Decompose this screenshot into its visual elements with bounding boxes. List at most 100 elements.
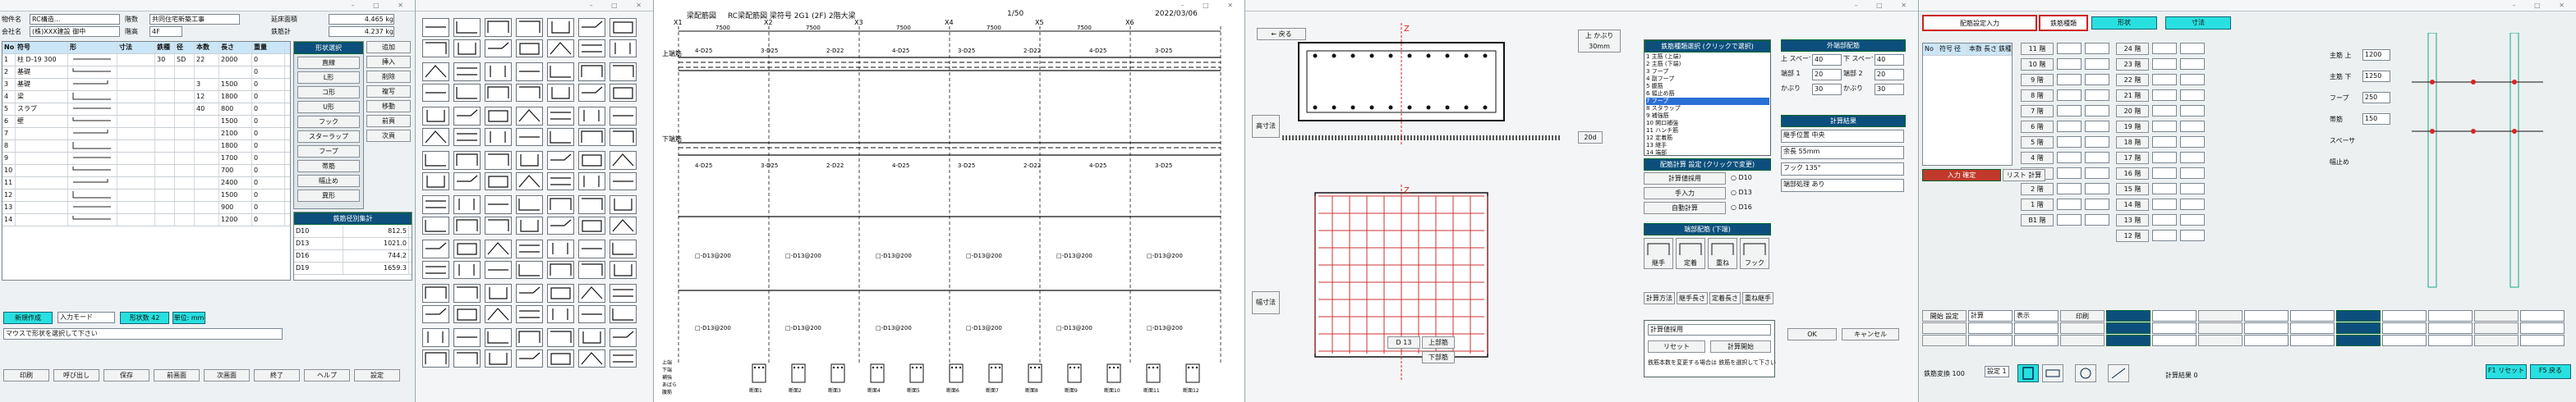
table-cell[interactable] [155,153,175,164]
shape-thumb[interactable] [485,62,512,81]
shape-option[interactable]: フック [297,116,360,128]
table-cell[interactable] [155,202,175,213]
level-button[interactable]: 1 階 [2021,199,2054,211]
shape-thumb-alt[interactable] [578,39,605,57]
table-cell[interactable] [155,79,175,90]
shape-thumb-alt[interactable] [453,39,481,57]
tab-settings-input[interactable]: 配筋設定入力 [1922,15,2037,31]
table-cell[interactable]: 7 [2,128,16,139]
table-cell[interactable] [68,116,117,127]
grid-cell[interactable] [2428,322,2472,334]
shape-thumb-alt[interactable] [422,217,449,235]
grid-cell[interactable]: 表示 [2014,310,2058,322]
shape-thumb-alt[interactable] [422,172,449,190]
level-field[interactable] [2180,74,2205,85]
table-cell[interactable]: 900 [219,202,252,213]
level-field[interactable] [2085,89,2109,101]
table-cell[interactable] [16,177,68,189]
grid-cell[interactable] [2336,335,2380,346]
side-button[interactable]: 挿入 [366,56,411,68]
shape-thumb[interactable] [547,18,574,37]
method-button[interactable]: 重ね継手 [1742,292,1773,304]
rebar-type-item[interactable]: 13 継手 [1646,142,1668,148]
level-button[interactable]: 19 階 [2116,121,2149,133]
table-cell[interactable] [117,140,155,152]
joint-type-button[interactable]: フック [1740,238,1769,269]
table-cell[interactable] [195,190,219,201]
rebar-type-item[interactable]: 12 定着筋 [1646,135,1673,141]
table-cell[interactable] [155,214,175,226]
method-button[interactable]: 定着長さ [1709,292,1741,304]
table-cell[interactable] [155,91,175,103]
radio-option[interactable]: ○ D13 [1731,189,1752,196]
table-cell[interactable] [175,128,195,139]
shape-thumb[interactable] [453,107,481,126]
shape-thumb-alt[interactable] [453,84,481,102]
shape-thumb[interactable] [453,284,481,303]
table-cell[interactable]: 0 [252,79,285,90]
shape-option[interactable]: 幅止め [297,175,360,187]
shape-thumb-alt[interactable] [516,84,543,102]
table-cell[interactable]: 40 [195,103,219,115]
tab-shape[interactable]: 形状 [2091,16,2157,30]
joint-type-button[interactable]: 重ね [1708,238,1737,269]
shape-thumb[interactable] [485,107,512,126]
calc-option[interactable]: 計算値採用 [1644,172,1726,185]
side-button[interactable]: 移動 [366,100,411,112]
shape-thumb[interactable] [422,62,449,81]
side-button[interactable]: 複写 [366,85,411,98]
grid-cell[interactable] [2152,335,2196,346]
level-field[interactable] [2085,152,2109,163]
value-field[interactable]: 30 [1874,84,1904,95]
grid-cell[interactable] [2106,310,2150,322]
bar-size-button[interactable]: D 13 [1387,336,1420,349]
icon-btn-1[interactable] [2017,364,2039,382]
rebar-type-item[interactable]: 7 フープ [1646,98,1769,105]
rebar-type-item[interactable]: 5 腹筋 [1646,83,1663,89]
shape-thumb-alt[interactable] [422,349,449,368]
shape-thumb[interactable] [547,151,574,170]
table-cell[interactable] [68,177,117,189]
table-cell[interactable]: 0 [252,66,285,78]
level-button[interactable]: 24 階 [2116,43,2149,55]
grid-cell[interactable] [2198,335,2242,346]
grid-cell[interactable] [2244,310,2288,322]
table-cell[interactable] [117,128,155,139]
floor-area-field[interactable]: 4.465 kg [329,14,394,25]
table-cell[interactable] [117,214,155,226]
grid-cell[interactable] [2060,322,2104,334]
table-cell[interactable]: 梁 [16,91,68,103]
level-button[interactable]: 15 階 [2116,183,2149,195]
shape-option[interactable]: フープ [297,145,360,158]
level-field[interactable] [2085,199,2109,210]
shape-thumb[interactable] [516,284,543,303]
table-cell[interactable] [195,128,219,139]
table-cell[interactable]: 4 [2,91,16,103]
table-cell[interactable] [175,103,195,115]
grid-cell[interactable] [2474,322,2518,334]
shape-thumb-alt[interactable] [516,349,543,368]
shape-thumb-alt[interactable] [516,39,543,57]
shape-thumb[interactable] [547,62,574,81]
table-cell[interactable]: 14 [2,214,16,226]
level-field[interactable] [2152,89,2177,101]
table-cell[interactable]: 5 [2,103,16,115]
level-button[interactable]: 23 階 [2116,58,2149,71]
level-button[interactable]: 13 階 [2116,214,2149,226]
table-cell[interactable]: 2000 [219,54,252,66]
rebar-type-item[interactable]: 3 フープ [1646,68,1669,75]
shape-thumb[interactable] [453,240,481,258]
table-cell[interactable]: 22 [195,54,219,66]
shape-thumb[interactable] [485,284,512,303]
level-button[interactable]: 5 階 [2021,136,2054,148]
level-field[interactable] [2180,136,2205,148]
rebar-type-item[interactable]: 8 スタラップ [1646,105,1681,112]
calc-name-field[interactable]: 計算値採用 [1648,324,1771,336]
shape-option[interactable]: スターラップ [297,130,360,143]
shape-thumb-alt[interactable] [485,128,512,146]
shape-thumb[interactable] [578,284,605,303]
shape-thumb-alt[interactable] [610,349,637,368]
value-field[interactable]: 40 [1874,54,1904,66]
table-cell[interactable]: スラブ [16,103,68,115]
